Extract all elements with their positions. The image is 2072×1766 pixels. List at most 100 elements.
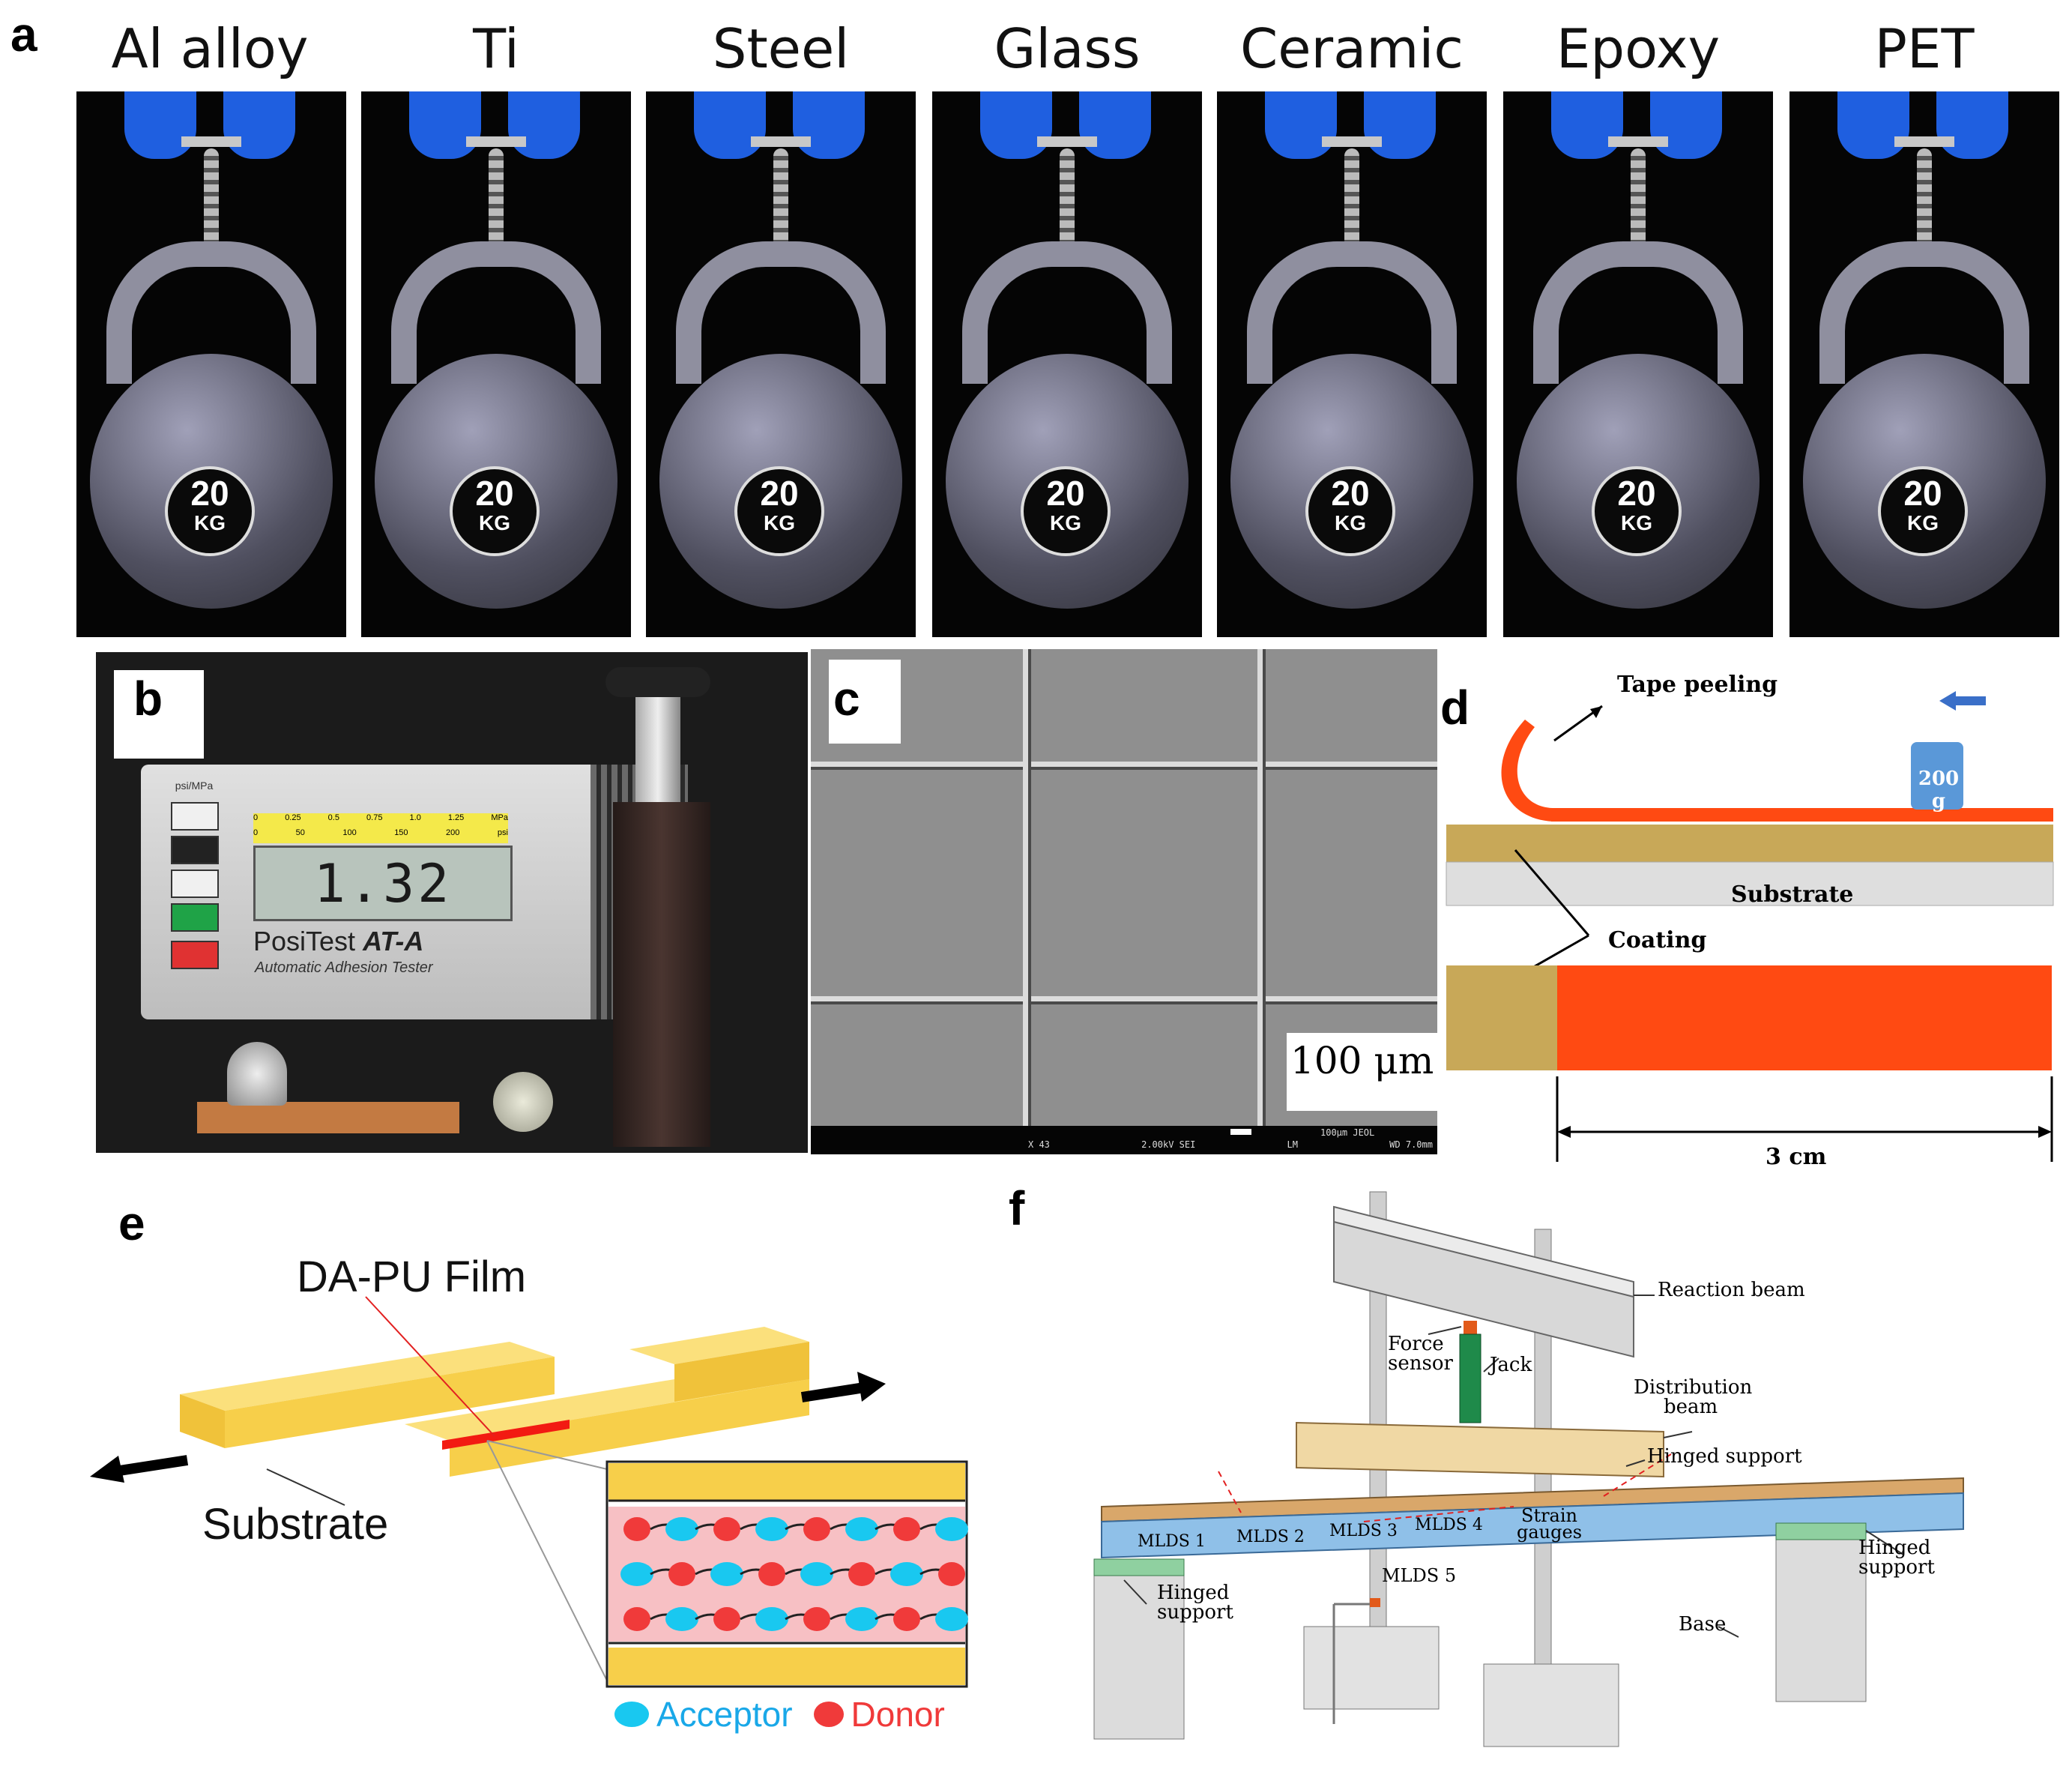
acceptor-unit — [845, 1517, 878, 1541]
adhesive-film — [442, 1420, 570, 1450]
scale-top-0: 0 — [253, 813, 259, 822]
leader-distribution — [1663, 1431, 1693, 1438]
adhered-sample — [1608, 136, 1668, 147]
lcd-reading: 1.32 — [313, 852, 453, 914]
direction-arrow-icon — [1939, 691, 1956, 711]
substrate-pointer — [266, 1468, 345, 1506]
sem-scale-mark — [1230, 1129, 1251, 1135]
hook-chain — [1917, 148, 1932, 261]
menu-button-2[interactable] — [171, 836, 219, 864]
actuator-cap — [605, 667, 710, 697]
pier-right — [1775, 1536, 1867, 1702]
kettlebell-weight: 20 — [1903, 474, 1942, 513]
kettlebell-weight: 20 — [475, 474, 514, 513]
acceptor-unit — [620, 1562, 653, 1586]
tape-test-diagram — [1446, 691, 2054, 1162]
label-strain-1: Strain — [1521, 1505, 1577, 1526]
sem-footer — [811, 1126, 1437, 1154]
legend: Acceptor Donor — [614, 1694, 945, 1735]
donor-unit — [668, 1562, 695, 1586]
donor-unit — [848, 1562, 875, 1586]
acceptor-unit — [665, 1517, 698, 1541]
dim-arrow-right-icon — [2038, 1126, 2052, 1138]
left-substrate-side — [225, 1357, 555, 1448]
adhered-sample — [1322, 136, 1382, 147]
donor-unit — [623, 1607, 650, 1631]
glove-right — [223, 91, 295, 159]
legend-donor: Donor — [851, 1695, 945, 1734]
scale-top-unit: MPa — [491, 813, 508, 822]
scale-strip: 0 0.25 0.5 0.75 1.0 1.25 MPa 0 50 100 15… — [253, 813, 508, 843]
sem-footer-text: X 43 2.00kV SEI LM WD 7.0mm — [1028, 1139, 1433, 1150]
molecule-chains — [620, 1517, 968, 1631]
menu-button-1[interactable] — [171, 802, 219, 831]
coating-strip-top-view — [1446, 965, 1557, 1070]
panel-letter-d: d — [1440, 681, 1470, 735]
scale-bottom-1: 50 — [295, 828, 305, 837]
leader-base — [1718, 1626, 1739, 1638]
lcd-display: 1.32 — [253, 846, 513, 921]
scale-bottom-0: 0 — [253, 828, 259, 837]
dolly — [227, 1042, 287, 1106]
mlds5-sensor — [1370, 1598, 1380, 1607]
legend-acceptor: Acceptor — [656, 1695, 793, 1734]
hook-chain — [773, 148, 788, 261]
unit-tab: psi/MPa — [175, 780, 214, 792]
kettlebell-unit: KG — [479, 511, 510, 534]
base-block-right — [1483, 1663, 1619, 1747]
label-mlds-5: MLDS 5 — [1382, 1565, 1457, 1586]
panel-letter-b: b — [133, 672, 163, 726]
lap-shear-diagram — [90, 1296, 968, 1688]
kettlebell-weight: 20 — [1046, 474, 1085, 513]
panel-e: DA-PU Film Substrate Acceptor Donor — [90, 1244, 989, 1739]
donor-unit — [713, 1607, 740, 1631]
donor-swatch — [813, 1702, 844, 1727]
pier-left — [1093, 1573, 1185, 1740]
menu-button-3[interactable] — [171, 870, 219, 898]
glove-right — [793, 91, 865, 159]
pull-arrow-right-icon — [857, 1372, 886, 1402]
scale-bottom-3: 150 — [394, 828, 408, 837]
zoom-line-1 — [486, 1440, 608, 1470]
panel-d: Tape peeling 200 g Substrate Coating 3 c… — [1439, 652, 2072, 1177]
label-hinged-right-1: Hinged — [1858, 1537, 1931, 1559]
scale-top-3: 0.75 — [366, 813, 383, 822]
start-button[interactable] — [171, 903, 219, 932]
scale-top-2: 0.5 — [327, 813, 339, 822]
reaction-beam-top — [1333, 1205, 1634, 1298]
glove-left — [1837, 91, 1909, 159]
panel-b-photo: psi/MPa 0 0.25 0.5 0.75 1.0 1.25 MPa 0 5… — [96, 652, 808, 1153]
zoom-line-2 — [486, 1440, 608, 1681]
stop-button[interactable] — [171, 941, 219, 969]
scale-bottom-unit: psi — [497, 828, 508, 837]
hinged-support-right-icon — [1775, 1522, 1867, 1540]
label-reaction-beam: Reaction beam — [1658, 1279, 1805, 1301]
label-hinged-support: Hinged support — [1647, 1445, 1802, 1468]
actuator-rod — [635, 697, 680, 810]
film-pointer — [365, 1296, 495, 1437]
kettlebell-weight: 20 — [1617, 474, 1656, 513]
left-substrate-top — [180, 1342, 555, 1411]
donor-unit — [803, 1517, 830, 1541]
acceptor-unit — [755, 1607, 788, 1631]
sem-mag: X 43 — [1028, 1139, 1050, 1150]
tape-top-view — [1557, 965, 2052, 1070]
hinged-support-left-icon — [1093, 1558, 1185, 1576]
hook-chain — [1631, 148, 1646, 261]
leader-left-support — [1123, 1579, 1147, 1605]
hook-chain — [1344, 148, 1359, 261]
sem-kv: 2.00kV SEI — [1141, 1139, 1196, 1150]
donor-unit — [623, 1517, 650, 1541]
donor-unit — [893, 1517, 920, 1541]
kettlebell-weight: 20 — [760, 474, 799, 513]
panel-letter-f: f — [1009, 1181, 1025, 1235]
glove-right — [1079, 91, 1151, 159]
acceptor-unit — [755, 1517, 788, 1541]
